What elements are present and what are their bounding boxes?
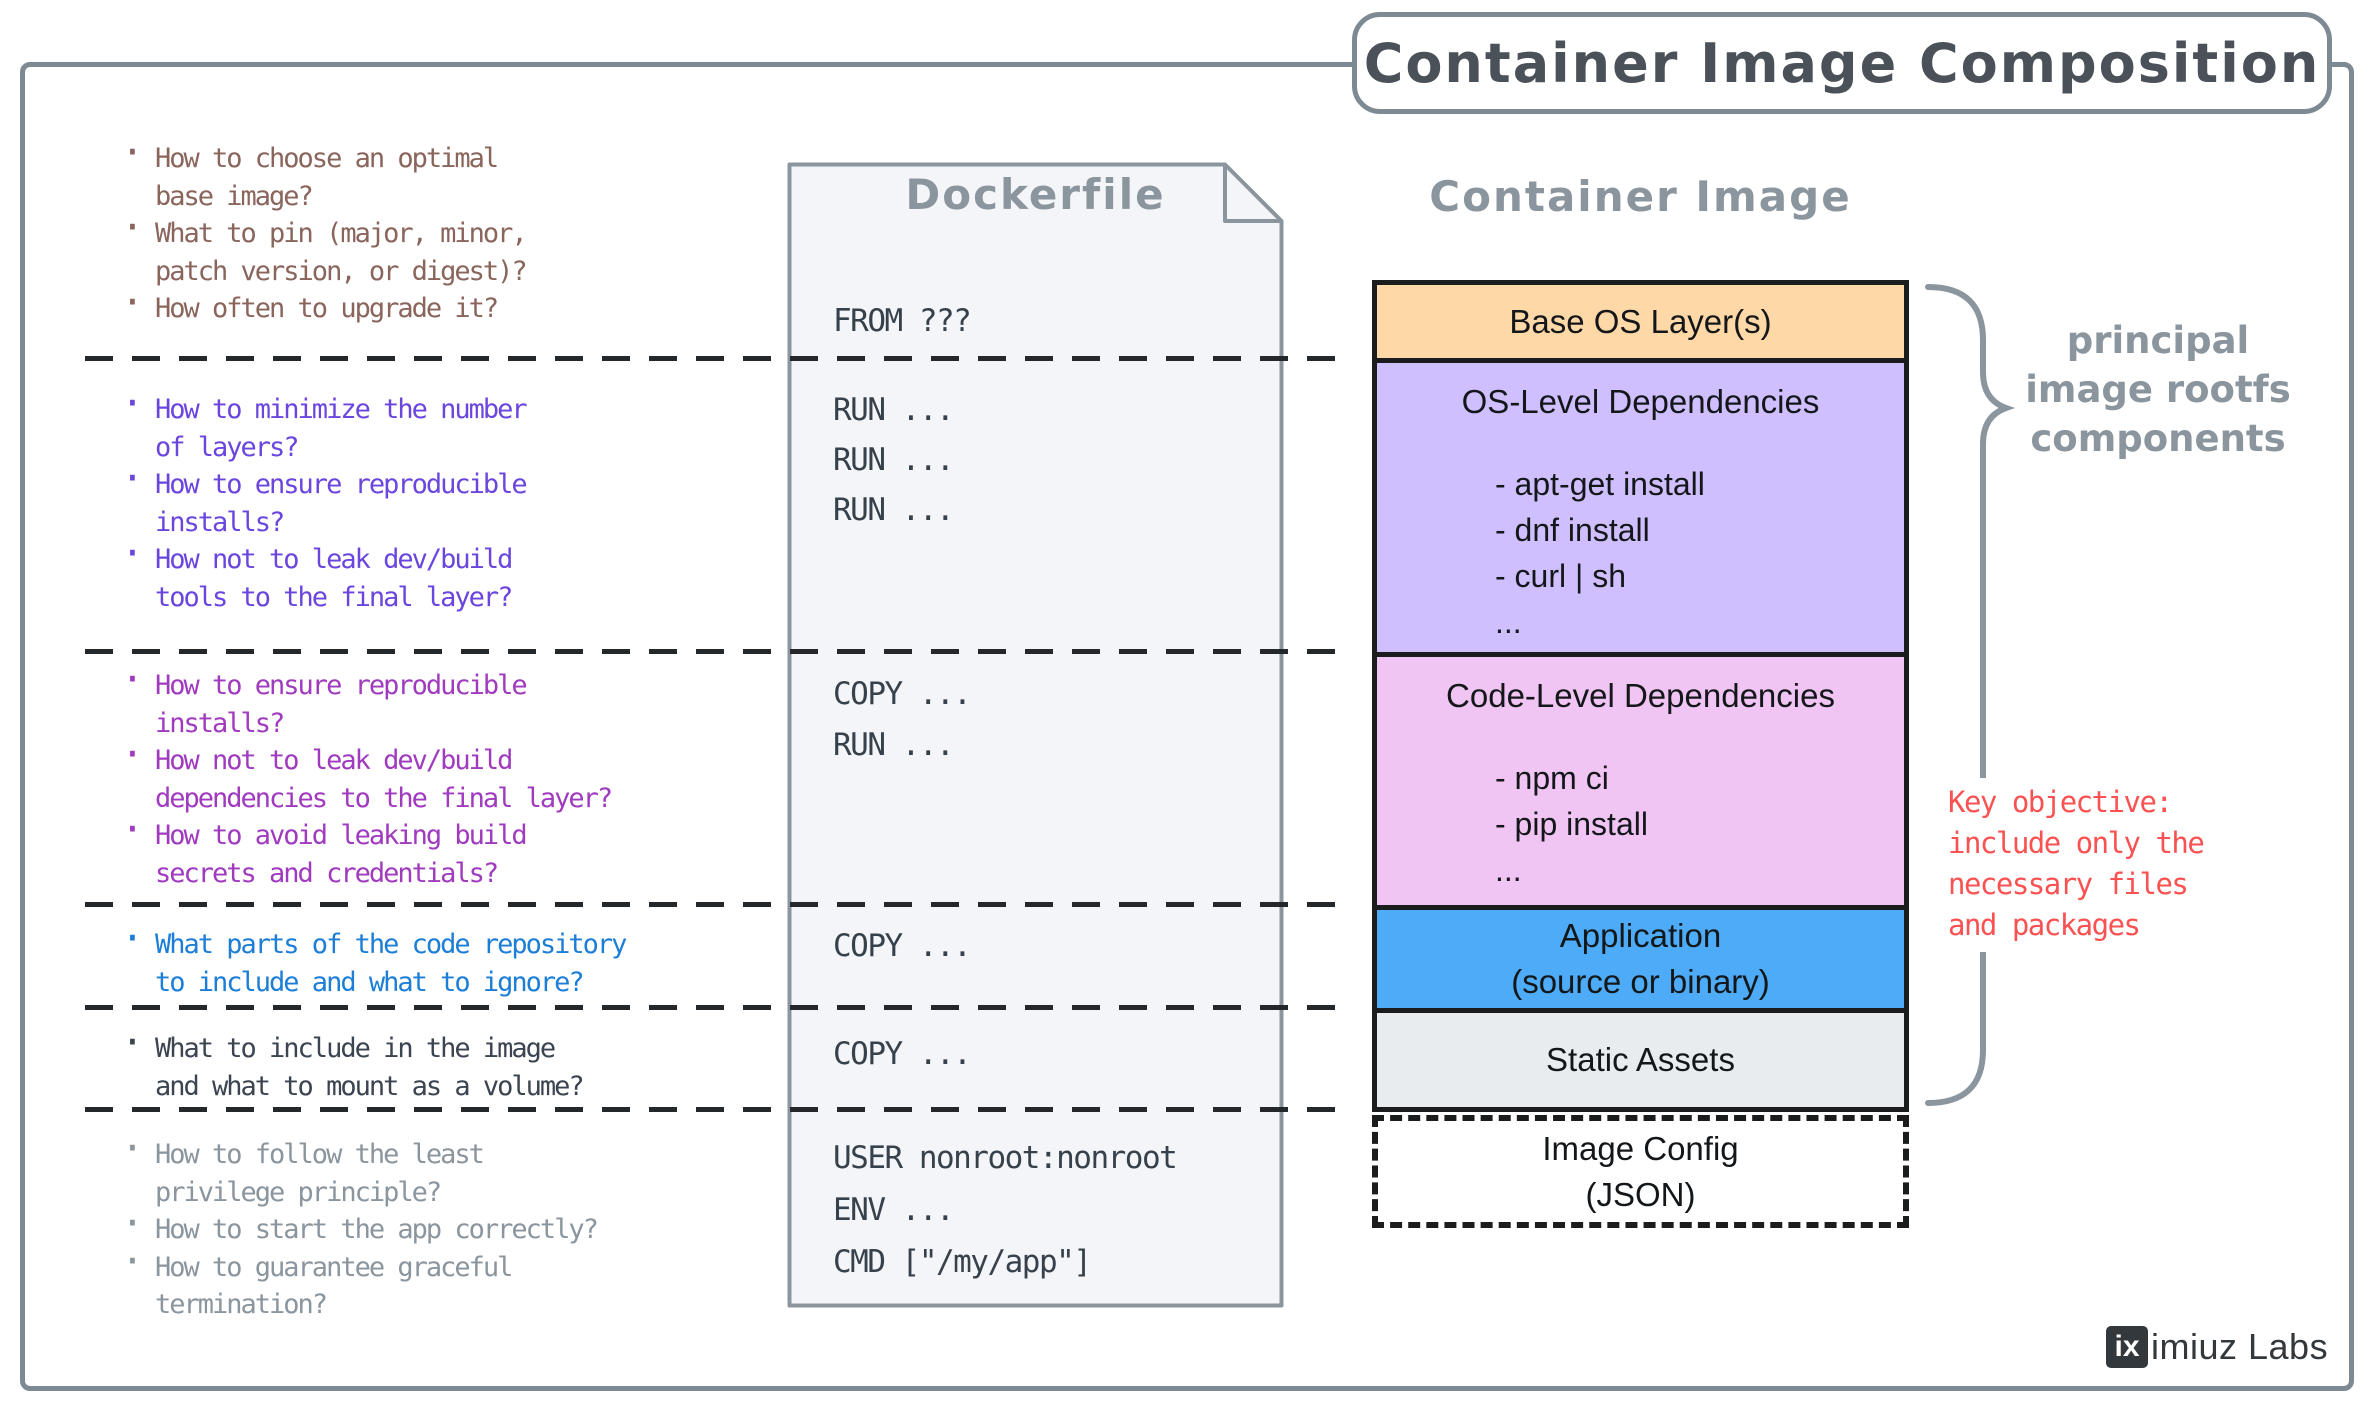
bullet-dot: · xyxy=(121,1238,144,1283)
layer-base-os-layer: Base OS Layer(s) xyxy=(1372,280,1909,363)
question-line: installs? xyxy=(155,506,285,538)
folded-corner-icon xyxy=(1223,164,1282,223)
question-line: ·How to minimize the number xyxy=(121,381,528,425)
bullet-dot: · xyxy=(121,531,144,575)
layer-label: Image Config(JSON) xyxy=(1542,1129,1739,1213)
question-line: ·What to pin (major, minor, xyxy=(121,205,528,249)
bullet-dot: · xyxy=(121,732,144,776)
layer-label: Static Assets xyxy=(1546,1041,1735,1078)
bullet-dot: · xyxy=(121,657,144,701)
question-line: base image? xyxy=(155,180,314,212)
bullet-dot: · xyxy=(121,1126,144,1170)
question-line: ·How to ensure reproducible xyxy=(121,456,528,500)
question-line: patch version, or digest)? xyxy=(155,255,528,287)
layer-label: Application(source or binary) xyxy=(1511,917,1770,1000)
question-line: dependencies to the final layer? xyxy=(155,782,613,814)
bullet-dot: · xyxy=(121,381,144,425)
document-outline xyxy=(787,162,1284,1308)
question-line: installs? xyxy=(155,707,285,739)
dockerfile-instruction: FROM ??? xyxy=(833,303,972,339)
question-line: secrets and credentials? xyxy=(155,857,499,889)
question-line: ·What to include in the image xyxy=(121,1020,556,1064)
question-line: ·How often to upgrade it? xyxy=(121,280,499,324)
dockerfile-instruction: COPY ... xyxy=(833,928,972,964)
question-line: privilege principle? xyxy=(155,1176,442,1208)
question-line: ·How to start the app correctly? xyxy=(121,1201,599,1245)
question-group: ·How to follow the least privilege princi… xyxy=(121,1126,599,1324)
bullet-dot: · xyxy=(121,1020,144,1064)
bullet-dot: · xyxy=(121,1201,144,1245)
question-line: ·How not to leak dev/build xyxy=(121,732,513,776)
layer-label: Base OS Layer(s) xyxy=(1509,302,1772,340)
section-divider-dashed-line xyxy=(85,902,1347,907)
question-line: ·What parts of the code repository xyxy=(121,916,627,960)
container-image-title: Container Image xyxy=(1429,172,1852,221)
diagram-title: Container Image Composition xyxy=(1363,31,2321,95)
layer-items: - npm ci- pip install... xyxy=(1495,760,1648,888)
layer-os-level-dependencies: OS-Level Dependencies - apt-get install- … xyxy=(1372,358,1909,657)
dockerfile-instruction: RUN ... xyxy=(833,492,955,528)
diagram-outer-border xyxy=(20,62,2354,1391)
dockerfile-instruction: RUN ... xyxy=(833,727,955,763)
section-divider-dashed-line xyxy=(85,649,1347,654)
layer-static-assets: Static Assets xyxy=(1372,1008,1909,1112)
question-line: ·How to ensure reproducible xyxy=(121,657,528,701)
question-line: ·How to guarantee graceful xyxy=(121,1238,513,1283)
layer-items: - apt-get install- dnf install- curl | s… xyxy=(1495,466,1705,640)
question-line: ·How to follow the least xyxy=(121,1126,485,1170)
layer-code-level-dependencies: Code-Level Dependencies - npm ci- pip ins… xyxy=(1372,652,1909,910)
question-line: termination? xyxy=(155,1289,328,1320)
logo-text: imiuz Labs xyxy=(2151,1326,2329,1367)
bullet-dot: · xyxy=(121,280,144,324)
question-line: to include and what to ignore? xyxy=(155,966,585,998)
section-divider-dashed-line xyxy=(85,356,1347,361)
curly-brace xyxy=(1925,284,2016,1106)
iximiuz-labs-logo: ix imiuz Labs xyxy=(2106,1326,2328,1368)
dockerfile-instruction: ENV ... xyxy=(833,1192,955,1228)
section-divider-dashed-line xyxy=(85,1107,1347,1112)
layer-label: Code-Level Dependencies xyxy=(1446,677,1835,714)
dockerfile-instruction: COPY ... xyxy=(833,1036,972,1072)
bullet-dot: · xyxy=(121,807,144,851)
dockerfile-document xyxy=(787,162,1284,1308)
bullet-dot: · xyxy=(121,205,144,249)
question-line: of layers? xyxy=(155,431,300,463)
dockerfile-instruction: COPY ... xyxy=(833,676,972,712)
dockerfile-instruction: USER nonroot:nonroot xyxy=(833,1140,1178,1176)
question-group: ·How to choose an optimal base image?·Wha… xyxy=(121,130,528,328)
question-line: ·How to choose an optimal xyxy=(121,130,499,174)
question-line: tools to the final layer? xyxy=(155,581,513,613)
question-line: and what to mount as a volume? xyxy=(155,1070,585,1102)
logo-badge-icon: ix xyxy=(2106,1326,2148,1368)
question-line: ·How not to leak dev/build xyxy=(121,531,513,575)
layer-image-config: Image Config(JSON) xyxy=(1372,1115,1909,1228)
dockerfile-instruction: CMD ["/my/app"] xyxy=(833,1244,1092,1280)
diagram-title-box: Container Image Composition xyxy=(1352,12,2332,114)
section-divider-dashed-line xyxy=(85,1005,1347,1010)
bullet-dot: · xyxy=(121,916,144,960)
dockerfile-title: Dockerfile xyxy=(905,170,1166,219)
question-group: ·What parts of the code repository to inc… xyxy=(121,916,627,1001)
layer-label: OS-Level Dependencies xyxy=(1461,383,1820,420)
bullet-dot: · xyxy=(121,130,144,174)
dockerfile-instruction: RUN ... xyxy=(833,442,955,478)
bullet-dot: · xyxy=(121,456,144,500)
question-line: ·How to avoid leaking build xyxy=(121,807,528,851)
question-group: ·What to include in the image and what to… xyxy=(121,1020,585,1105)
layer-application: Application(source or binary) xyxy=(1372,905,1909,1013)
dockerfile-instruction: RUN ... xyxy=(833,392,955,428)
